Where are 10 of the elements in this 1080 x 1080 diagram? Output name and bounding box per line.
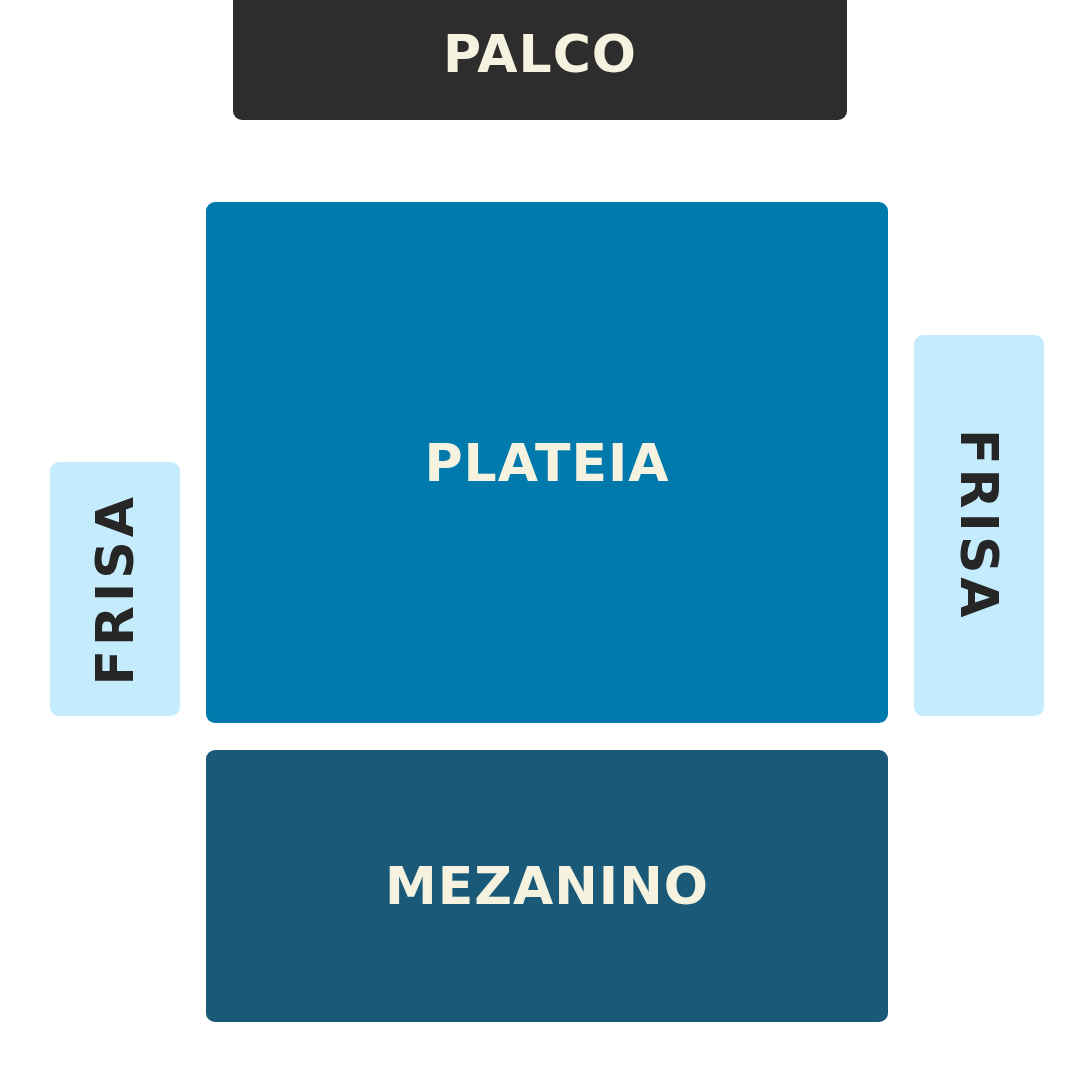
stage-block xyxy=(233,0,847,120)
section-label: PLATEIA xyxy=(424,436,670,489)
seating-section xyxy=(206,750,888,1022)
section-label: PALCO xyxy=(442,28,638,80)
section-label: FRISA xyxy=(953,429,1005,622)
section-label: MEZANINO xyxy=(385,860,709,912)
seating-section xyxy=(206,202,888,723)
section-label: FRISA xyxy=(89,492,141,686)
seating-section xyxy=(914,335,1044,716)
seating-section xyxy=(50,462,180,716)
